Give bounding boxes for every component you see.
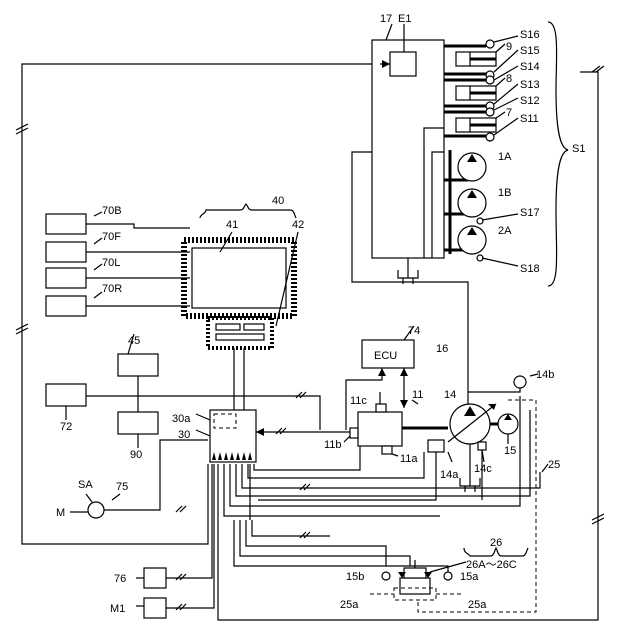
label-26: 26 [490,537,502,549]
sensor-s12 [486,108,494,116]
camera-70b [46,214,86,234]
monitor-40 [184,240,294,348]
label-16: 16 [436,343,448,355]
sensor-14c [478,442,486,450]
label-30a: 30a [172,413,191,425]
label-45: 45 [128,335,140,347]
label-7: 7 [506,107,512,119]
label-s18: S18 [520,263,540,275]
label-14c: 14c [474,463,492,475]
device-76 [144,568,166,588]
label-70l: 70L [102,257,120,269]
label-76: 76 [114,573,126,585]
label-26a-26c: 26A～26C [466,559,517,571]
label-75: 75 [116,481,128,493]
label-41: 41 [226,219,238,231]
device-m1 [144,598,166,618]
cylinder-7 [456,118,496,132]
label-17: 17 [380,13,392,25]
label-sa: SA [78,479,93,491]
label-s1: S1 [572,143,585,155]
device-72 [46,384,86,406]
controller-e1 [390,52,416,76]
camera-70l [46,268,86,288]
device-45 [118,354,158,376]
pump-15 [498,414,518,434]
sensor-s16 [486,40,494,48]
label-72: 72 [60,421,72,433]
controller-30 [210,410,256,462]
sensor-s11 [486,133,494,141]
label-15: 15 [504,445,516,457]
label-e1: E1 [398,13,411,25]
label-9: 9 [506,41,512,53]
label-70r: 70R [102,283,122,295]
label-25a-right: 25a [468,599,487,611]
label-s11: S11 [520,113,539,125]
label-14b: 14b [536,369,554,381]
engine-11 [350,404,402,454]
label-11c: 11c [350,395,367,407]
device-90 [118,412,158,434]
label-s14: S14 [520,61,540,73]
label-25: 25 [548,459,560,471]
label-s13: S13 [520,79,540,91]
sensor-14a [428,440,444,452]
valve-26 [398,560,432,594]
sensor-14b [514,376,526,388]
label-14: 14 [444,389,456,401]
motor-1b [458,189,486,217]
label-74: 74 [408,325,420,337]
cylinder-9 [456,52,496,66]
camera-70f [46,242,86,262]
label-1a: 1A [498,151,512,163]
label-40: 40 [272,195,284,207]
label-70b: 70B [102,205,122,217]
label-s16: S16 [520,29,540,41]
label-m1: M1 [110,603,125,615]
motor-1a [458,153,486,181]
label-8: 8 [506,73,512,85]
pump-14 [448,404,496,444]
label-14a: 14a [440,469,459,481]
label-42: 42 [292,219,304,231]
label-30: 30 [178,429,190,441]
label-s17: S17 [520,207,540,219]
camera-70r [46,296,86,316]
label-1b: 1B [498,187,511,199]
label-s12: S12 [520,95,540,107]
label-15b: 15b [346,571,364,583]
sensor-15b [382,572,390,580]
label-ecu: ECU [374,350,397,362]
label-15a: 15a [460,571,479,583]
label-s15: S15 [520,45,540,57]
label-2a: 2A [498,225,512,237]
sensor-15a [444,572,452,580]
label-m: M [56,507,65,519]
label-70f: 70F [102,231,121,243]
sensor-s14 [486,76,494,84]
sensor-s17 [477,218,483,224]
sensor-75 [88,502,104,518]
label-11: 11 [412,389,423,401]
break-marks [16,66,604,610]
label-11a: 11a [400,453,418,465]
label-11b: 11b [324,439,342,451]
cylinder-8 [456,86,496,100]
label-25a-left: 25a [340,599,359,611]
label-90: 90 [130,449,142,461]
motor-2a [458,226,486,254]
